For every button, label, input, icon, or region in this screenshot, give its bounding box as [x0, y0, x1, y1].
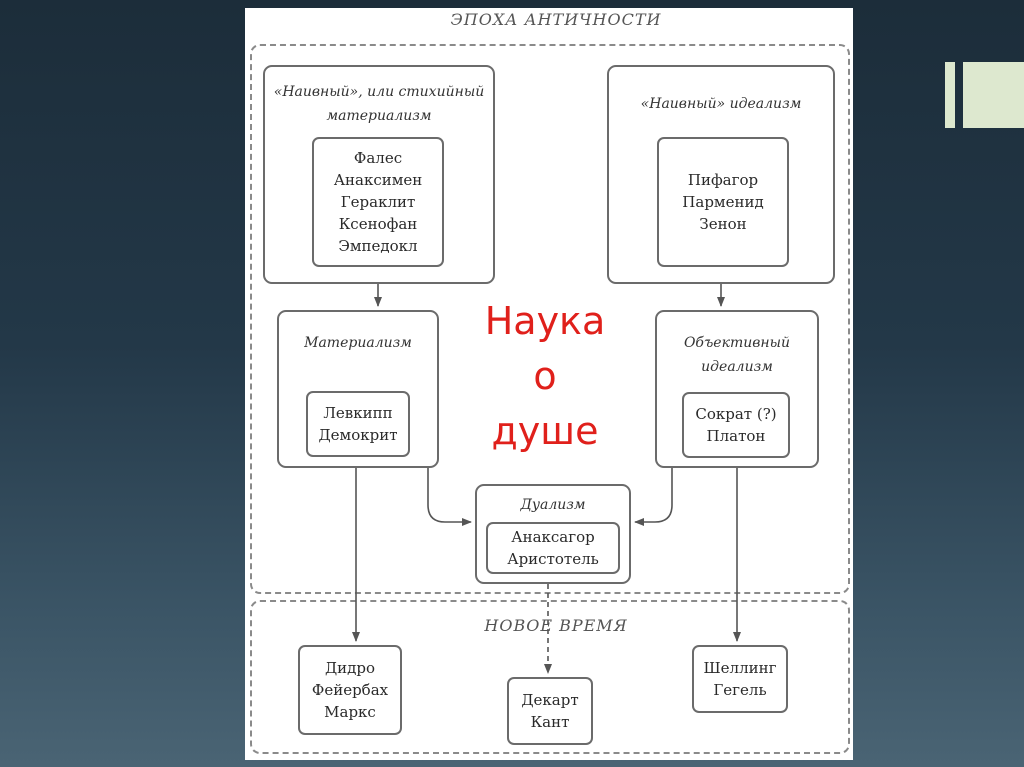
naive-idealism-names: Пифагор Парменид Зенон: [657, 137, 789, 267]
name-anaximenes: Анаксимен: [333, 171, 423, 189]
modern-materialists-box: Дидро Фейербах Маркс: [298, 645, 402, 735]
name-leucippus: Левкипп: [323, 404, 393, 422]
dualism-names: Анаксагор Аристотель: [486, 522, 620, 574]
naive-idealism-box: «Наивный» идеализм Пифагор Парменид Зено…: [607, 65, 835, 284]
arrow-materialism-to-dualism: [427, 468, 472, 526]
dualism-title: Дуализм: [520, 497, 586, 513]
overlay-line-2: о: [533, 354, 557, 398]
overlay-line-1: Наука: [484, 299, 606, 343]
naive-materialism-subtitle: материализм: [326, 108, 432, 124]
name-pythagoras: Пифагор: [687, 171, 759, 189]
decorative-bar-right: [963, 62, 1024, 128]
name-xenophanes: Ксенофан: [338, 215, 418, 233]
name-plato: Платон: [706, 427, 766, 445]
name-aristotle: Аристотель: [507, 550, 599, 568]
objective-idealism-names: Сократ (?) Платон: [682, 392, 790, 458]
modern-idealists-box: Шеллинг Гегель: [692, 645, 788, 713]
dualism-box: Дуализм Анаксагор Аристотель: [475, 484, 631, 584]
decorative-bar-left: [945, 62, 955, 128]
materialism-box: Материализм Левкипп Демокрит: [277, 310, 439, 468]
name-zeno: Зенон: [699, 215, 747, 233]
name-democritus: Демокрит: [318, 426, 398, 444]
naive-materialism-title: «Наивный», или стихийный: [273, 84, 485, 100]
naive-materialism-names: Фалес Анаксимен Гераклит Ксенофан Эмпедо…: [312, 137, 444, 267]
name-descartes: Декарт: [521, 691, 579, 709]
overlay-line-3: душе: [491, 409, 599, 453]
name-parmenides: Парменид: [682, 193, 764, 211]
objective-idealism-subtitle: идеализм: [701, 359, 773, 375]
arrow-objective-idealism-to-dualism: [634, 468, 673, 526]
materialism-names: Левкипп Демокрит: [306, 391, 410, 457]
naive-idealism-title: «Наивный» идеализм: [640, 96, 802, 112]
naive-materialism-box: «Наивный», или стихийный материализм Фал…: [263, 65, 495, 284]
antiquity-title: ЭПОХА АНТИЧНОСТИ: [430, 10, 682, 29]
modern-dualists-box: Декарт Кант: [507, 677, 593, 745]
modern-title: НОВОЕ ВРЕМЯ: [470, 616, 642, 635]
name-schelling: Шеллинг: [703, 659, 777, 677]
objective-idealism-box: Объективный идеализм Сократ (?) Платон: [655, 310, 819, 468]
name-heraclitus: Гераклит: [340, 193, 416, 211]
name-empedocles: Эмпедокл: [338, 237, 418, 255]
name-anaxagoras: Анаксагор: [511, 528, 595, 546]
name-kant: Кант: [530, 713, 570, 731]
materialism-title: Материализм: [304, 335, 412, 351]
name-thales: Фалес: [353, 149, 403, 167]
name-feuerbach: Фейербах: [311, 681, 389, 699]
antiquity-section: [250, 44, 850, 594]
objective-idealism-title: Объективный: [683, 335, 791, 351]
name-hegel: Гегель: [713, 681, 767, 699]
overlay-caption: Наука о душе: [470, 294, 620, 459]
modern-section: [250, 600, 850, 754]
name-diderot: Дидро: [324, 659, 376, 677]
name-socrates: Сократ (?): [695, 405, 777, 423]
name-marx: Маркс: [324, 703, 376, 721]
